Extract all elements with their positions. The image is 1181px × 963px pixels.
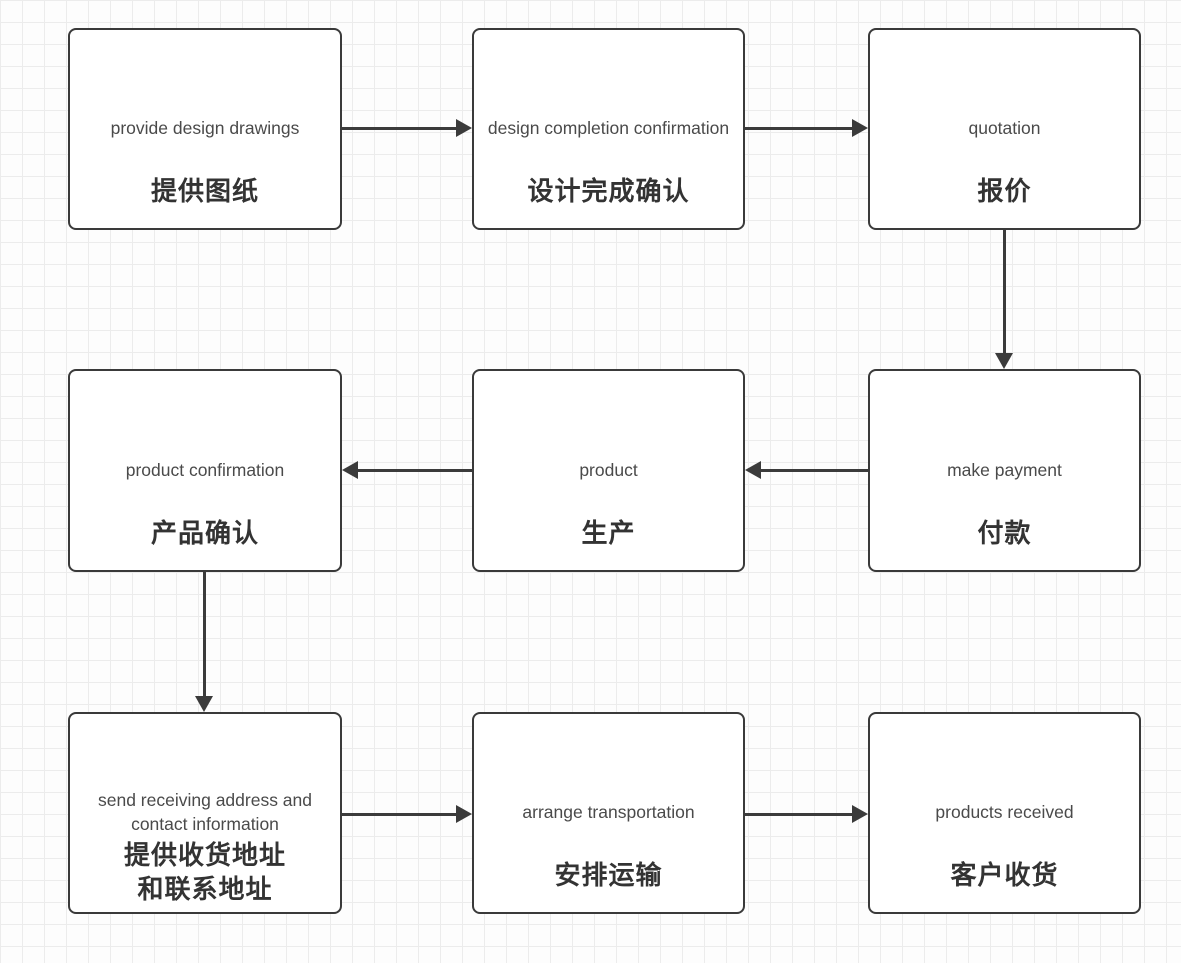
node-label-zh: 提供图纸: [150, 175, 259, 206]
node-label-zh: 报价: [977, 175, 1032, 206]
node-label-en: arrange transportation: [522, 802, 695, 823]
edge-line: [745, 127, 852, 130]
node-design-completion-confirmation[interactable]: design completion confirmation 设计完成确认: [472, 28, 745, 230]
arrowhead-right-icon: [456, 805, 472, 823]
node-label-en: make payment: [947, 459, 1062, 480]
arrowhead-down-icon: [195, 696, 213, 712]
node-label-zh: 安排运输: [554, 859, 663, 890]
node-label-zh: 设计完成确认: [527, 175, 690, 206]
node-label-zh: 客户收货: [950, 859, 1059, 890]
arrowhead-right-icon: [852, 119, 868, 137]
node-label-en: quotation: [968, 118, 1041, 139]
node-products-received[interactable]: products received 客户收货: [868, 712, 1141, 914]
node-label-en: design completion confirmation: [487, 118, 730, 139]
arrowhead-down-icon: [995, 353, 1013, 369]
node-provide-design-drawings[interactable]: provide design drawings 提供图纸: [68, 28, 342, 230]
node-label-zh: 生产: [581, 517, 636, 548]
node-label-zh: 提供收货地址 和联系地址: [123, 840, 286, 904]
arrowhead-right-icon: [456, 119, 472, 137]
node-quotation[interactable]: quotation 报价: [868, 28, 1141, 230]
node-label-en: product: [579, 459, 638, 480]
edge-line: [342, 127, 456, 130]
edge-line: [1003, 230, 1006, 354]
node-arrange-transportation[interactable]: arrange transportation 安排运输: [472, 712, 745, 914]
arrowhead-right-icon: [852, 805, 868, 823]
edge-line: [342, 813, 456, 816]
node-product[interactable]: product 生产: [472, 369, 745, 572]
node-label-en: product confirmation: [125, 459, 285, 480]
arrowhead-left-icon: [342, 461, 358, 479]
node-product-confirmation[interactable]: product confirmation 产品确认: [68, 369, 342, 572]
edge-line: [745, 813, 852, 816]
node-send-receiving-address[interactable]: send receiving address and contact infor…: [68, 712, 342, 914]
node-label-zh: 产品确认: [150, 517, 259, 548]
edge-line: [358, 469, 472, 472]
node-label-en: provide design drawings: [110, 118, 300, 139]
node-label-zh: 付款: [977, 517, 1032, 548]
node-label-en: send receiving address and contact infor…: [97, 790, 313, 834]
edge-line: [761, 469, 868, 472]
node-make-payment[interactable]: make payment 付款: [868, 369, 1141, 572]
node-label-en: products received: [935, 802, 1074, 823]
edge-line: [203, 572, 206, 696]
arrowhead-left-icon: [745, 461, 761, 479]
